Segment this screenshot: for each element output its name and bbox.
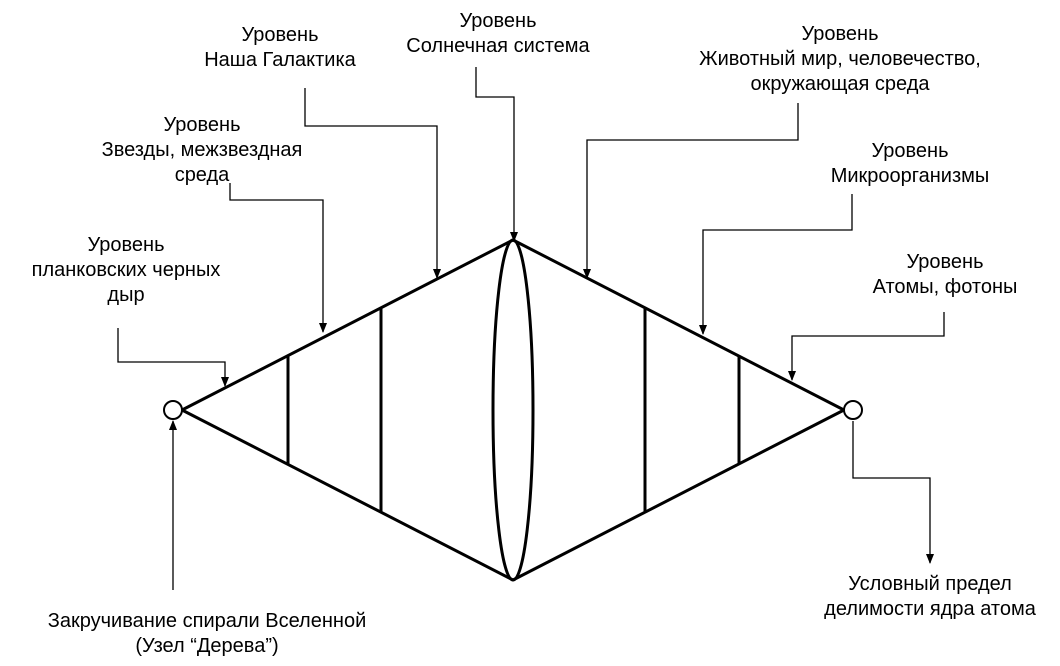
right-node-circle (843, 400, 863, 420)
atoms-leader-arrow (788, 312, 945, 381)
biosphere-level-label: Уровень Животный мир, человечество, окру… (640, 22, 1040, 97)
stars-line-2: Звезды, межзвездная (101, 139, 303, 161)
solar-line-2: Солнечная система (406, 35, 590, 57)
left-node-line-1: Закручивание спирали Вселенной (47, 610, 367, 632)
galaxy-line-2: Наша Галактика (204, 49, 356, 71)
left-node-line-2: (Узел “Дерева”) (135, 635, 279, 657)
biosphere-line-2: Животный мир, человечество, (699, 48, 981, 70)
central-ellipse (491, 238, 535, 582)
biosphere-line-3: окружающая среда (750, 73, 930, 95)
micro-level-label: Уровень Микроорганизмы (790, 139, 1030, 189)
planck-leader-arrow (117, 328, 229, 387)
right-node-line-1: Условный предел (848, 573, 1012, 595)
solar-leader-arrow (475, 67, 518, 242)
biosphere-line-1: Уровень (801, 23, 879, 45)
micro-leader-arrow (699, 194, 853, 335)
planck-level-label: Уровень планковских черных дыр (0, 233, 252, 308)
galaxy-line-1: Уровень (241, 24, 319, 46)
left-node-circle (163, 400, 183, 420)
galaxy-leader-arrow (304, 88, 441, 279)
planck-line-1: Уровень (87, 234, 165, 256)
solar-level-label: Уровень Солнечная система (378, 9, 618, 59)
planck-line-2: планковских черных (31, 259, 221, 281)
atoms-level-label: Уровень Атомы, фотоны (840, 250, 1050, 300)
planck-line-3: дыр (107, 284, 145, 306)
right-node-line-2: делимости ядра атома (824, 598, 1036, 620)
atoms-line-2: Атомы, фотоны (872, 276, 1018, 298)
upper-left-edge (181, 238, 514, 412)
biosphere-leader-arrow (583, 103, 799, 279)
diamond-outline (181, 238, 845, 582)
solar-line-1: Уровень (459, 10, 537, 32)
micro-line-1: Уровень (871, 140, 949, 162)
stars-level-label: Уровень Звезды, межзвездная среда (44, 113, 360, 188)
atoms-line-1: Уровень (906, 251, 984, 273)
stars-line-3: среда (174, 164, 230, 186)
right-node-label: Условный предел делимости ядра атома (800, 572, 1060, 622)
lower-right-edge (512, 408, 845, 582)
stars-leader-arrow (229, 183, 327, 333)
upper-right-edge (512, 238, 845, 412)
micro-line-2: Микроорганизмы (830, 165, 990, 187)
lower-left-edge (181, 408, 514, 582)
right-node-arrow (852, 421, 934, 564)
left-node-label: Закручивание спирали Вселенной (Узел “Де… (0, 609, 414, 659)
stars-line-1: Уровень (163, 114, 241, 136)
galaxy-level-label: Уровень Наша Галактика (150, 23, 410, 73)
